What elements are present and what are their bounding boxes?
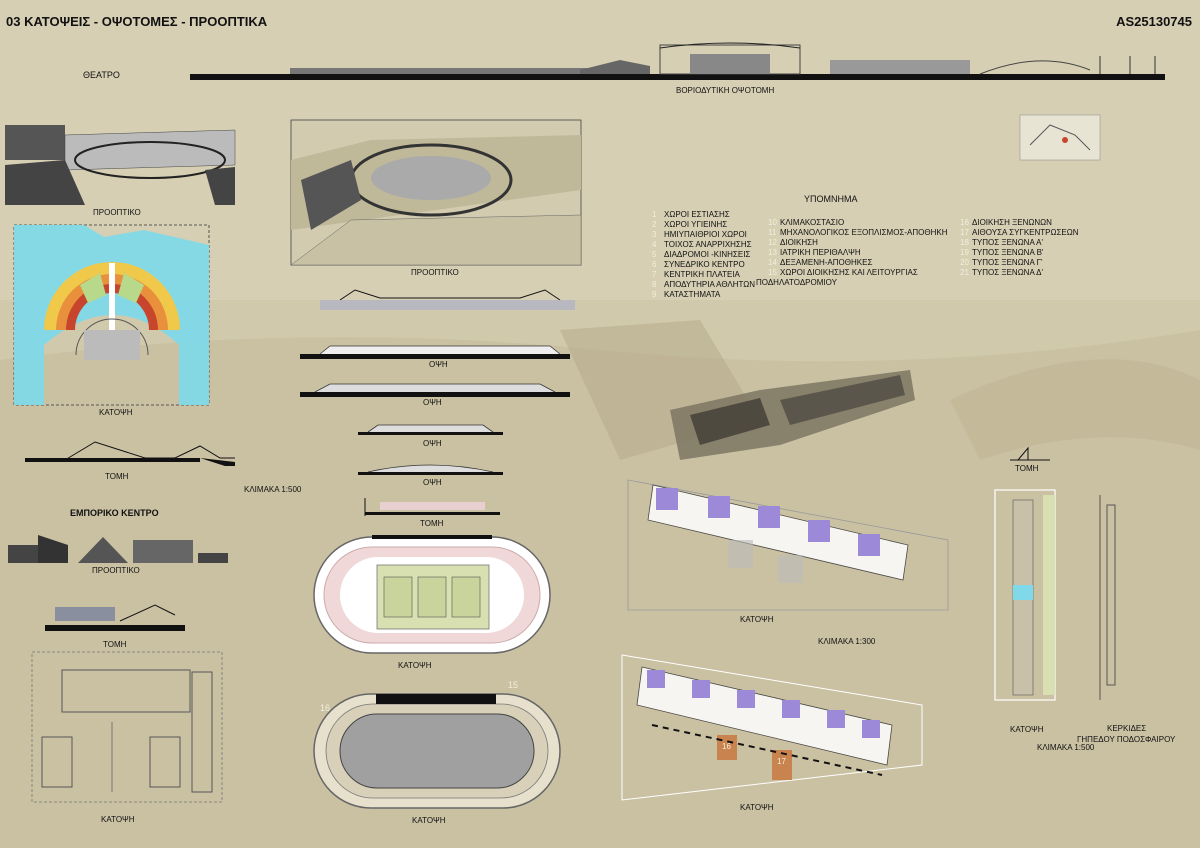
elevation-4-drawing: [358, 424, 503, 435]
elevation-3-label: ΟΨΗ: [423, 439, 442, 448]
elevation-2-drawing: [300, 345, 570, 359]
elevation-5-drawing: [358, 464, 503, 475]
theatre-section-drawing: [25, 441, 235, 466]
stadium-plan-drawing: [313, 535, 551, 654]
legend-item: ΠΟΔΗΛΑΤΟΔΡΟΜΙΟΥ: [756, 278, 837, 287]
stadium-plan-label: ΚΑΤΟΨΗ: [398, 661, 432, 670]
theatre-section-label: ΤΟΜΗ: [105, 472, 129, 481]
housing-plan-2-drawing: [621, 654, 923, 801]
theatre-perspective-drawing: [5, 125, 236, 205]
stands-plan-drawing: [994, 489, 1116, 701]
housing-plan-2-label: ΚΑΤΟΨΗ: [740, 803, 774, 812]
velodrome-plan-drawing: [313, 693, 561, 809]
elevation-1-drawing: [320, 289, 575, 310]
velodrome-plan-label: ΚΑΤΟΨΗ: [412, 816, 446, 825]
stadium-section-label: ΤΟΜΗ: [420, 519, 444, 528]
commercial-perspective-label: ΠΡΟΟΠΤΙΚΟ: [92, 566, 140, 575]
site-key-plan: [1019, 114, 1101, 161]
housing-plan-1-label: ΚΑΤΟΨΗ: [740, 615, 774, 624]
page-title: 03 ΚΑΤΟΨΕΙΣ - ΟΨΟΤΟΜΕΣ - ΠΡΟΟΠΤΙΚΑ: [6, 14, 268, 29]
housing-number-16: 16: [722, 742, 731, 751]
commercial-section-label: ΤΟΜΗ: [103, 640, 127, 649]
theatre-perspective-label: ΠΡΟΟΠΤΙΚΟ: [93, 208, 141, 217]
commercial-section-drawing: [45, 604, 185, 631]
elevation-2-label: ΟΨΗ: [423, 398, 442, 407]
velodrome-number-16: 16: [320, 703, 331, 713]
stands-subtitle: ΓΗΠΕΔΟΥ ΠΟΔΟΣΦΑΙΡΟΥ: [1077, 735, 1176, 744]
section-theatre-label: ΘΕΑΤΡΟ: [83, 70, 120, 80]
housing-aerial-render: [670, 370, 915, 460]
housing-plan-1-drawing: [627, 479, 949, 611]
stadium-section-drawing: [364, 498, 500, 516]
commercial-plan-label: ΚΑΤΟΨΗ: [101, 815, 135, 824]
theatre-plan-drawing: [13, 224, 210, 406]
right-section-label: ΤΟΜΗ: [1015, 464, 1039, 473]
scale-500-left: ΚΛΙΜΑΚΑ 1:500: [244, 485, 302, 494]
main-perspective-drawing: [290, 119, 582, 266]
legend-title: ΥΠΟΜΝΗΜΑ: [804, 194, 858, 204]
project-code: AS25130745: [1116, 14, 1192, 29]
velodrome-number-15: 15: [508, 680, 519, 690]
section-commercial-label: ΕΜΠΟΡΙΚΟ ΚΕΝΤΡΟ: [70, 508, 159, 518]
commercial-plan-drawing: [31, 651, 223, 803]
main-perspective-label: ΠΡΟΟΠΤΙΚΟ: [411, 268, 459, 277]
scale-300-label: ΚΛΙΜΑΚΑ 1:300: [818, 637, 876, 646]
elevation-1-label: ΟΨΗ: [429, 360, 448, 369]
stands-section-drawing: [1010, 446, 1050, 461]
northwest-elevation-label: ΒΟΡΙΟΔΥΤΙΚΗ ΟΨΟΤΟΜΗ: [676, 86, 775, 95]
housing-number-17: 17: [777, 757, 786, 766]
scale-500-right: ΚΛΙΜΑΚΑ 1:500: [1037, 743, 1095, 752]
stands-title: ΚΕΡΚΙΔΕΣ: [1107, 724, 1147, 733]
elevation-4-label: ΟΨΗ: [423, 478, 442, 487]
northwest-elevation: [190, 42, 1165, 80]
theatre-plan-label: ΚΑΤΟΨΗ: [99, 408, 133, 417]
right-plan-label: ΚΑΤΟΨΗ: [1010, 725, 1044, 734]
commercial-perspective-drawing: [8, 535, 228, 563]
elevation-3-drawing: [300, 383, 570, 397]
